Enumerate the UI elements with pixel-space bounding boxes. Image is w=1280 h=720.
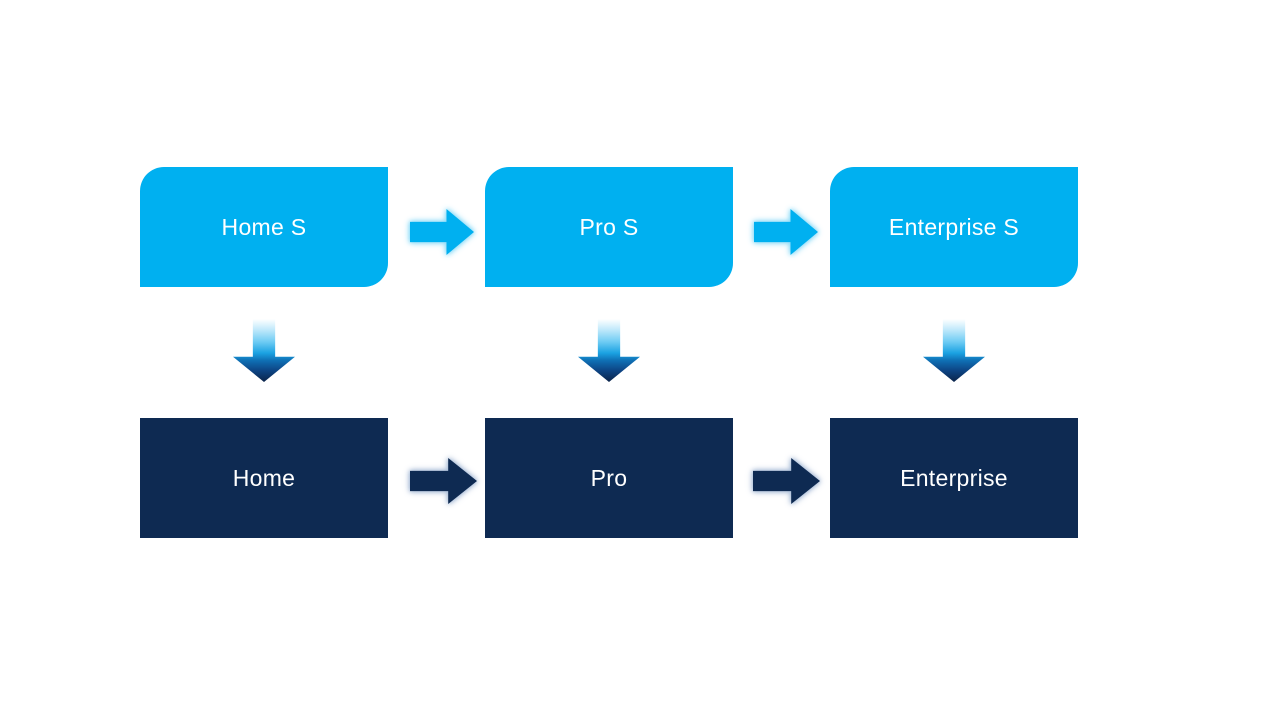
node-pro-s-label: Pro S [579, 213, 639, 240]
arrow-right-icon-pro-to-enterprise [753, 458, 820, 504]
node-enterprise-s: Enterprise S [830, 167, 1078, 287]
node-pro-s: Pro S [485, 167, 733, 287]
node-home: Home [140, 418, 388, 538]
node-home-label: Home [232, 464, 296, 491]
arrow-down-icon-home-s-to-home [233, 319, 295, 382]
arrow-right-shape [410, 209, 474, 255]
arrow-right-shape [753, 458, 820, 504]
arrow-right-shape [754, 209, 818, 255]
node-enterprise-s-label: Enterprise S [888, 213, 1020, 240]
arrow-right-shape [410, 458, 477, 504]
arrow-right-icon-pro-s-to-enterprise-s [754, 209, 818, 255]
arrow-right-icon-home-s-to-pro-s [410, 209, 474, 255]
arrow-right-icon-home-to-pro [410, 458, 477, 504]
arrow-down-icon-enterprise-s-to-enterprise [923, 319, 985, 382]
node-pro: Pro [485, 418, 733, 538]
node-enterprise-label: Enterprise [900, 464, 1008, 491]
node-home-s-label: Home S [221, 213, 307, 240]
node-pro-label: Pro [590, 464, 628, 491]
node-enterprise: Enterprise [830, 418, 1078, 538]
node-home-s: Home S [140, 167, 388, 287]
arrow-down-icon-pro-s-to-pro [578, 319, 640, 382]
